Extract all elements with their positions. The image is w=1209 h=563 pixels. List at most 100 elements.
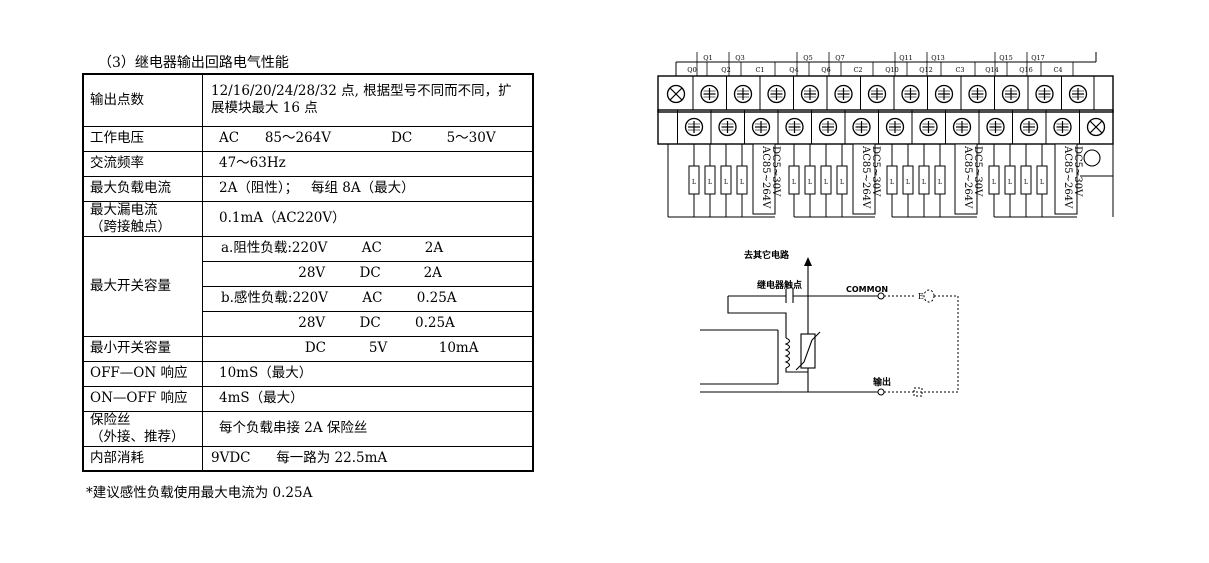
spec-value: 2A（阻性）； 每组 8A（最大）	[219, 180, 415, 196]
relay-coil	[784, 337, 791, 369]
spec-label-line: 保险丝	[90, 411, 131, 428]
load-label: L	[906, 179, 910, 186]
load-box	[788, 165, 800, 195]
spec-value: 4mS（最大）	[219, 390, 304, 406]
terminal-top-label: Q3	[735, 54, 744, 62]
spec-label: 最大漏电流（跨接触点）	[82, 200, 203, 237]
load-box	[836, 165, 848, 195]
spec-value: b.感性负载:220V AC 0.25A	[221, 290, 457, 306]
load-box	[1036, 165, 1048, 195]
supply-label-dc: DC5~30V	[1072, 146, 1083, 197]
supply-label-dc: DC5~30V	[870, 146, 881, 197]
spec-label-line: OFF—ON 响应	[90, 365, 188, 381]
wire	[785, 368, 808, 373]
common-label: COMMON	[846, 285, 888, 294]
spec-label: 最小开关容量	[82, 335, 203, 362]
spec-row: 最大漏电流（跨接触点） 0.1mA（AC220V）	[82, 200, 534, 237]
terminal-bottom-label: Q4	[789, 66, 798, 74]
spec-value: 9VDC 每一路为 22.5mA	[211, 449, 388, 466]
load-label: L	[1008, 179, 1012, 186]
load-box	[902, 165, 914, 195]
power-supply-box	[852, 143, 876, 215]
load-label: L	[938, 179, 942, 186]
screw-cross	[669, 87, 683, 101]
load-box	[720, 165, 732, 195]
spec-value: DC 5V 10mA	[219, 340, 479, 356]
terminal-top-label: Q17	[1031, 54, 1045, 62]
spec-label: 输出点数	[82, 73, 203, 127]
spec-value: 展模块最大 16 点	[211, 100, 318, 117]
footnote: *建议感性负载使用最大电流为 0.25A	[86, 485, 313, 501]
spec-value: 12/16/20/24/28/32 点, 根据型号不同而不同，扩	[211, 83, 512, 100]
spec-label-line: 最大漏电流	[90, 201, 158, 218]
terminal-top-label: Q13	[931, 54, 945, 62]
spec-value: 0.1mA（AC220V）	[219, 210, 346, 226]
terminal-node	[877, 388, 885, 396]
spec-row: 最大负载电流 2A（阻性）； 每组 8A（最大）	[82, 175, 534, 202]
load-box	[886, 165, 898, 195]
to-other-circuit-label: 去其它电路	[744, 249, 790, 261]
load-label: L	[890, 179, 894, 186]
spec-label: 保险丝（外接、推荐）	[82, 410, 203, 447]
spec-label-line: 交流频率	[90, 155, 144, 171]
spec-label-line: 输出点数	[90, 91, 144, 108]
terminal-top-label: Q1	[703, 54, 712, 62]
terminal-node	[877, 292, 885, 300]
mounting-hole	[1083, 149, 1101, 167]
relay-output-spec-table: 输出点数 12/16/20/24/28/32 点, 根据型号不同而不同，扩展模块最…	[82, 73, 534, 472]
power-supply-box	[752, 143, 776, 215]
load-box	[918, 165, 930, 195]
terminal-row-bottom	[657, 109, 1114, 145]
load-label: L	[740, 179, 744, 186]
spec-label-line: 最小开关容量	[90, 340, 171, 356]
supply-label-ac: AC85~264V	[962, 145, 973, 209]
spec-row: ON—OFF 响应 4mS（最大）	[82, 385, 534, 412]
load-label: L	[808, 179, 812, 186]
spec-label-line: 最大开关容量	[90, 277, 171, 294]
spec-value: AC 85～264V DC 5～30V	[219, 130, 496, 146]
load-label: L	[692, 179, 696, 186]
spec-label: 最大开关容量	[82, 235, 203, 337]
arrow-head	[804, 257, 812, 266]
output-label: 输出	[873, 376, 891, 388]
spec-row: 输出点数 12/16/20/24/28/32 点, 根据型号不同而不同，扩展模块最…	[82, 73, 534, 127]
load-label: L	[922, 179, 926, 186]
spec-row: b.感性负载:220V AC 0.25A	[83, 285, 534, 312]
terminal-top-label: Q15	[999, 54, 1013, 62]
relay-contact-label: 继电器触点	[757, 279, 802, 291]
power-supply-box	[954, 143, 978, 215]
power-source	[923, 289, 935, 303]
terminal-top-label: Q5	[803, 54, 812, 62]
spec-label-line: 内部消耗	[90, 449, 144, 466]
terminal-bottom-label: Q16	[1019, 66, 1033, 74]
section-title: （3）继电器输出回路电气性能	[98, 55, 289, 71]
load-label: L	[724, 179, 728, 186]
load-box	[1004, 165, 1016, 195]
spec-value: 每个负载串接 2A 保险丝	[219, 420, 368, 436]
load-box	[804, 165, 816, 195]
spec-label: 内部消耗	[82, 445, 203, 472]
terminal-bottom-label: Q10	[885, 66, 899, 74]
supply-label-dc: DC5~30V	[770, 146, 781, 197]
load-label: L	[840, 179, 844, 186]
spec-label: 工作电压	[82, 125, 203, 152]
spec-value: 10mS（最大）	[219, 365, 313, 381]
terminal-bottom-label: Q2	[721, 66, 730, 74]
terminal-bottom-label: Q12	[919, 66, 933, 74]
terminal-top-label: Q7	[835, 54, 844, 62]
load-box	[688, 165, 700, 195]
wire	[727, 296, 787, 322]
load-label: L	[992, 179, 996, 186]
spec-label-line: 最大负载电流	[90, 180, 171, 196]
spec-label-line: （外接、推荐）	[90, 428, 185, 445]
load-label: L	[792, 179, 796, 186]
terminal-bottom-label: C3	[955, 66, 964, 74]
spec-label-line: ON—OFF 响应	[90, 390, 188, 406]
load-box	[736, 165, 748, 195]
terminal-bottom-label: Q14	[985, 66, 999, 74]
load-label: L	[824, 179, 828, 186]
load-label: L	[708, 179, 712, 186]
spec-value: 28V DC 0.25A	[221, 315, 455, 331]
